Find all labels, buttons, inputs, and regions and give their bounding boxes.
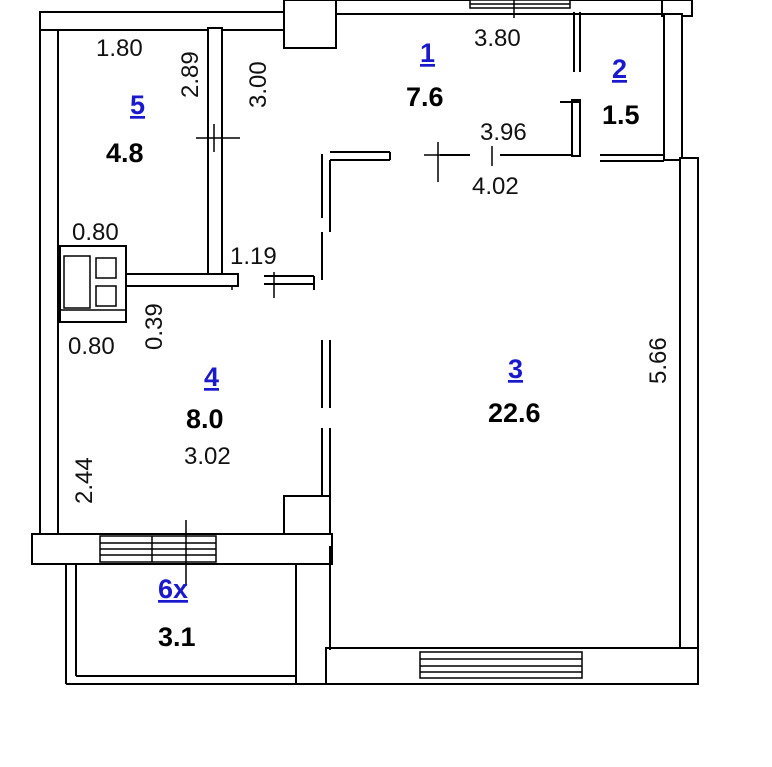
room-area-6x: 3.1 bbox=[158, 622, 196, 652]
dim-3-00: 3.00 bbox=[245, 61, 272, 108]
room-area-4: 8.0 bbox=[186, 404, 224, 434]
room-number-6x[interactable]: 6x bbox=[158, 574, 188, 604]
room-area-2: 1.5 bbox=[602, 100, 640, 130]
dim-0-39: 0.39 bbox=[141, 303, 168, 350]
room-number-5[interactable]: 5 bbox=[130, 90, 145, 120]
dim-3-02: 3.02 bbox=[184, 443, 231, 470]
wall-top-left bbox=[39, 11, 291, 31]
room-labels: 1 7.6 2 1.5 3 22.6 4 8.0 5 4.8 6x 3.1 bbox=[106, 38, 640, 652]
dim-4-02: 4.02 bbox=[472, 173, 519, 200]
wall-room2-left bbox=[571, 99, 581, 157]
room-number-3[interactable]: 3 bbox=[508, 354, 523, 384]
wall-room2-right bbox=[663, 13, 683, 161]
room-number-4[interactable]: 4 bbox=[204, 362, 219, 392]
windows bbox=[99, 0, 583, 679]
room-number-2[interactable]: 2 bbox=[612, 54, 627, 84]
dim-0-80-bottom: 0.80 bbox=[68, 333, 115, 360]
dim-2-44: 2.44 bbox=[71, 457, 98, 504]
dim-1-80: 1.80 bbox=[96, 35, 143, 62]
stove-icon bbox=[58, 245, 127, 323]
dim-3-96: 3.96 bbox=[480, 119, 527, 146]
room-area-5: 4.8 bbox=[106, 138, 144, 168]
dim-1-19: 1.19 bbox=[230, 243, 277, 270]
dim-0-80-top: 0.80 bbox=[72, 219, 119, 246]
dim-2-89: 2.89 bbox=[177, 51, 204, 98]
dimension-ticks bbox=[185, 0, 515, 586]
room-area-3: 22.6 bbox=[488, 398, 541, 428]
wall-right bbox=[679, 157, 699, 649]
balcony bbox=[65, 564, 326, 685]
dimension-labels: 3.80 3.96 4.02 1.80 2.89 3.00 0.80 0.80 … bbox=[68, 25, 672, 504]
wall-room5-right bbox=[207, 27, 223, 279]
dim-3-80: 3.80 bbox=[474, 25, 521, 52]
room-area-1: 7.6 bbox=[406, 82, 444, 112]
dim-5-66: 5.66 bbox=[645, 337, 672, 384]
wall-left bbox=[39, 27, 59, 537]
column-top bbox=[283, 0, 337, 49]
room-number-1[interactable]: 1 bbox=[420, 38, 435, 68]
